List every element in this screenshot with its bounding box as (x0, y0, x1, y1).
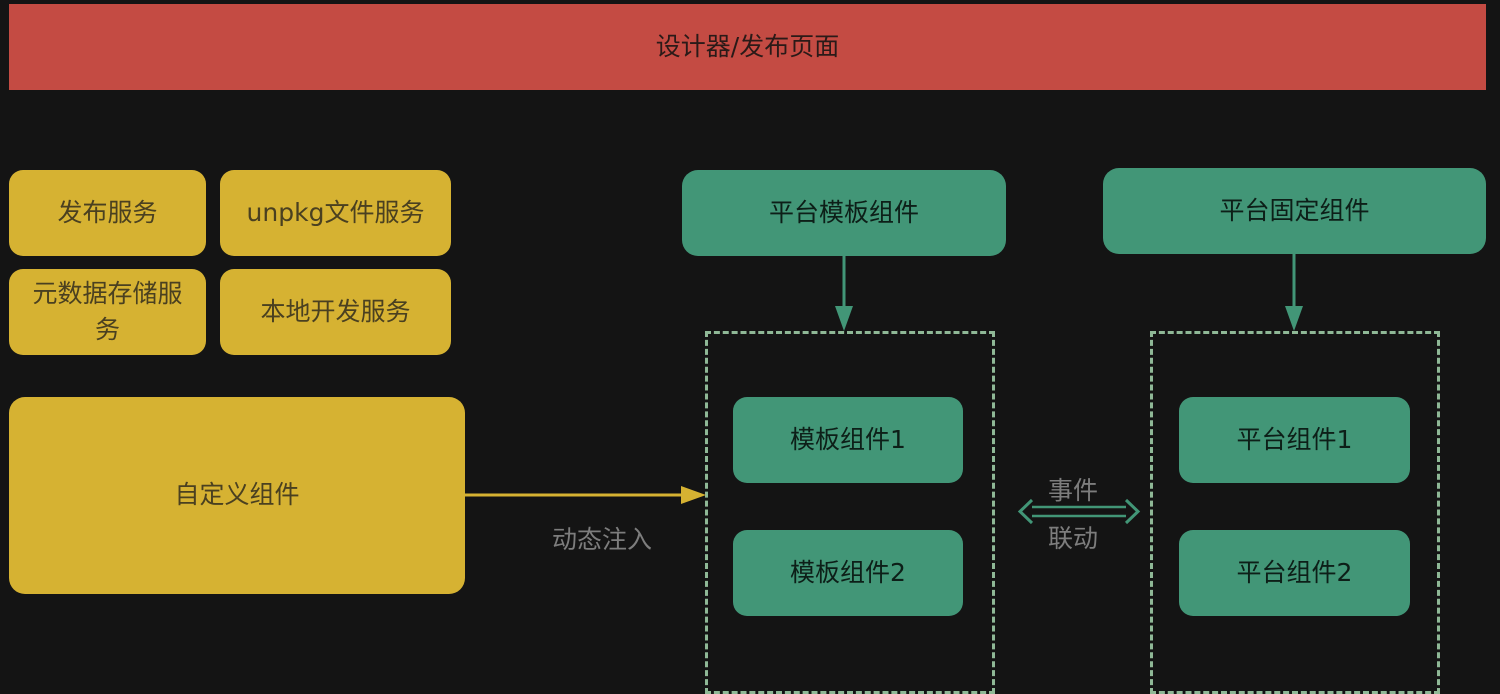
template-down-arrow (835, 256, 853, 331)
local-dev-service-label: 本地开发服务 (260, 296, 411, 326)
metadata-service-label: 元数据存储服务 (32, 278, 183, 344)
platform-template-component-label: 平台模板组件 (768, 197, 919, 227)
custom-component-label: 自定义组件 (174, 480, 300, 510)
unpkg-service-box: unpkg文件服务 (220, 170, 451, 256)
platform-component-1-box: 平台组件1 (1179, 397, 1410, 483)
fixed-component-container (1150, 331, 1440, 694)
template-component-1-label: 模板组件1 (790, 424, 906, 454)
page-header: 设计器/发布页面 (9, 4, 1486, 90)
publish-service-label: 发布服务 (57, 197, 158, 227)
event-link-label-top: 事件 (1048, 476, 1099, 505)
unpkg-service-label: unpkg文件服务 (246, 197, 425, 227)
page-header-title: 设计器/发布页面 (655, 31, 840, 61)
metadata-service-box: 元数据存储服务 (9, 269, 206, 355)
event-link-double-arrow (1017, 498, 1141, 525)
publish-service-box: 发布服务 (9, 170, 206, 256)
fixed-down-arrow (1285, 254, 1303, 331)
inject-arrow (465, 486, 706, 504)
template-component-2-label: 模板组件2 (790, 557, 906, 587)
event-link-label-bottom: 联动 (1048, 524, 1099, 553)
local-dev-service-box: 本地开发服务 (220, 269, 451, 355)
template-component-container (705, 331, 995, 694)
custom-component-box: 自定义组件 (9, 397, 465, 594)
dynamic-inject-label: 动态注入 (552, 525, 653, 554)
platform-component-2-label: 平台组件2 (1236, 557, 1353, 587)
template-component-1-box: 模板组件1 (733, 397, 963, 483)
platform-fixed-component-label: 平台固定组件 (1219, 195, 1370, 225)
platform-component-2-box: 平台组件2 (1179, 530, 1410, 616)
platform-component-1-label: 平台组件1 (1236, 424, 1353, 454)
platform-template-component-box: 平台模板组件 (682, 170, 1006, 256)
template-component-2-box: 模板组件2 (733, 530, 963, 616)
platform-fixed-component-box: 平台固定组件 (1103, 168, 1486, 254)
